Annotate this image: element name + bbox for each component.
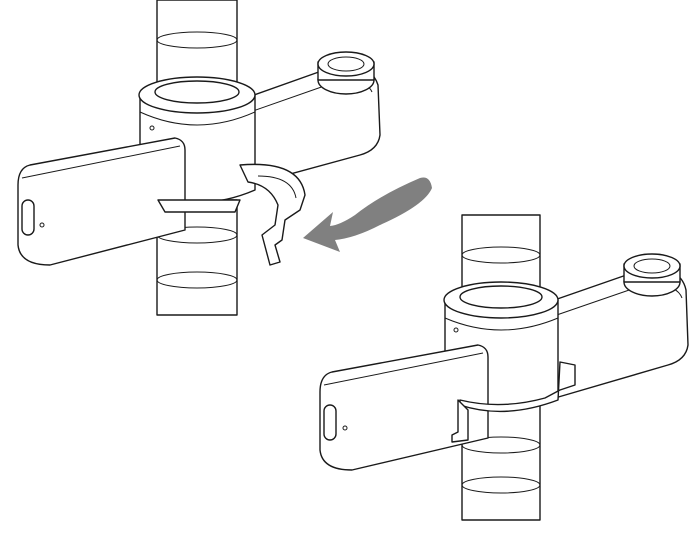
knob-icon xyxy=(318,52,374,94)
knob-icon xyxy=(624,254,680,296)
assembly-clip-open xyxy=(18,0,380,315)
curved-arrow-left-icon xyxy=(303,177,432,252)
assembly-clip-closed xyxy=(320,215,688,520)
